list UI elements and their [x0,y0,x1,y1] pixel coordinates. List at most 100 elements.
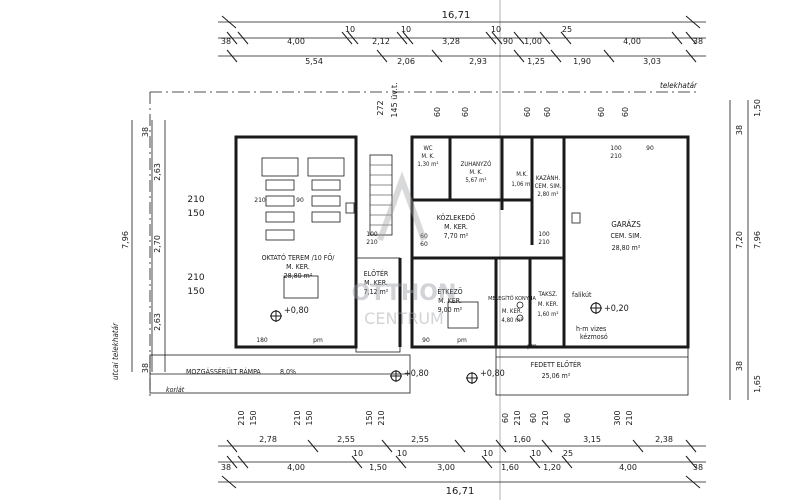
svg-text:10: 10 [345,25,355,34]
watermark-logo: OTTHON CENTRUM [352,171,456,328]
svg-text:4,00: 4,00 [287,463,305,472]
room-oktato: OKTATÓ TEREM /10 FŐ/ M. KER. 28,80 m² [262,253,336,280]
svg-text:TAKSZ.: TAKSZ. [538,291,558,298]
svg-text:300: 300 [613,410,622,425]
svg-text:1,50: 1,50 [753,99,762,117]
svg-text:60: 60 [621,107,630,117]
svg-text:10: 10 [483,449,493,458]
svg-text:2,78: 2,78 [259,435,277,444]
svg-text:90: 90 [422,337,430,344]
svg-text:3,00: 3,00 [437,463,455,472]
svg-text:M. KER.: M. KER. [502,308,523,315]
svg-text:1,30 m²: 1,30 m² [417,161,438,168]
ramp-slope: 8,0% [280,368,296,376]
svg-text:7,12 m²: 7,12 m² [364,288,389,296]
svg-text:2,70: 2,70 [153,235,162,253]
bottom-dimensions: 2,78 2,55 2,55 1,60 3,15 2,38 38 4,00 10… [218,410,706,497]
svg-text:KÖZLEKEDŐ: KÖZLEKEDŐ [437,213,475,222]
ramp-label: MOZGÁSSÉRÜLT RÁMPA [186,367,261,376]
svg-text:1,90: 1,90 [573,57,591,66]
svg-text:2,12: 2,12 [372,37,390,46]
svg-text:M. KER.: M. KER. [364,279,388,287]
svg-text:60: 60 [501,413,510,423]
svg-text:3,15: 3,15 [583,435,601,444]
svg-text:210: 210 [187,273,204,283]
svg-text:38: 38 [735,361,744,371]
svg-text:2,06: 2,06 [397,57,415,66]
svg-text:M. KER.: M. KER. [538,301,559,308]
svg-text:2,80 m²: 2,80 m² [537,191,558,198]
utcai-telekhatar-label: utcai telekhatár [111,322,120,380]
building-walls [149,135,690,396]
svg-text:7,20: 7,20 [735,231,744,249]
svg-text:ZUHANYZÓ: ZUHANYZÓ [461,161,492,168]
room-zuhanyzo: ZUHANYZÓ M. K. 5,67 m² [461,161,492,184]
svg-text:pm: pm [527,343,537,350]
room-eloter: ELŐTÉR M. KER. 7,12 m² [364,269,389,296]
svg-text:1,60 m²: 1,60 m² [537,311,558,318]
svg-text:4,00: 4,00 [623,37,641,46]
svg-text:MELEGÍTŐ KONYHA: MELEGÍTŐ KONYHA [488,295,536,302]
svg-text:10: 10 [401,25,411,34]
svg-text:210: 210 [187,195,204,205]
svg-text:210: 210 [541,410,550,425]
svg-text:1,60: 1,60 [513,435,531,444]
total-width-top: 16,71 [442,10,471,21]
telekhatar-label: telekhatár [660,81,698,90]
svg-text:2,38: 2,38 [655,435,673,444]
svg-text:60: 60 [523,107,532,117]
svg-text:CEM. SIM.: CEM. SIM. [610,232,641,240]
svg-text:1,20: 1,20 [543,463,561,472]
svg-text:10: 10 [397,449,407,458]
classroom-furniture [261,157,581,329]
svg-text:1,06 m²: 1,06 m² [511,181,532,188]
svg-text:28,80 m²: 28,80 m² [612,244,641,252]
svg-text:pm: pm [313,337,323,344]
svg-text:150: 150 [305,410,314,425]
svg-text:7,96: 7,96 [753,231,762,249]
svg-text:210: 210 [625,410,634,425]
svg-text:1,25: 1,25 [527,57,545,66]
svg-text:2,63: 2,63 [153,313,162,331]
svg-text:38: 38 [221,463,231,472]
svg-text:2,93: 2,93 [469,57,487,66]
svg-text:180: 180 [256,337,268,344]
total-width-bottom: 16,71 [446,486,475,497]
svg-text:210: 210 [513,410,522,425]
room-mk: M.K. 1,06 m² [511,171,532,188]
svg-text:38: 38 [141,363,150,373]
svg-text:150: 150 [187,209,204,219]
svg-text:4,00: 4,00 [287,37,305,46]
svg-text:+0,80: +0,80 [284,306,309,316]
svg-text:4,80 m²: 4,80 m² [501,317,522,324]
room-fedett: FEDETT ELŐTÉR 25,06 m² [531,360,582,380]
svg-text:60: 60 [433,107,442,117]
svg-text:25: 25 [563,449,573,458]
svg-text:5,54: 5,54 [305,57,323,66]
right-dimensions: 1,50 7,96 1,65 38 7,20 38 [729,99,762,400]
svg-text:1,00: 1,00 [524,37,542,46]
svg-text:OKTATÓ TEREM /10 FŐ/: OKTATÓ TEREM /10 FŐ/ [262,253,336,262]
svg-text:25: 25 [562,25,572,34]
svg-text:2,63: 2,63 [153,163,162,181]
svg-text:M. KER.: M. KER. [444,223,468,231]
svg-text:3,28: 3,28 [442,37,460,46]
falikut-label: falikút [572,291,592,299]
svg-text:60: 60 [563,413,572,423]
korlat-label: korlát [166,386,185,394]
svg-text:+0,80: +0,80 [404,369,429,379]
svg-text:210: 210 [293,410,302,425]
svg-text:60: 60 [529,413,538,423]
svg-text:210: 210 [377,410,386,425]
svg-text:M.K.: M.K. [516,171,528,178]
svg-text:M. KER.: M. KER. [438,297,462,305]
svg-text:150: 150 [365,410,374,425]
svg-text:+0,20: +0,20 [604,304,629,314]
svg-text:10: 10 [353,449,363,458]
svg-text:272: 272 [376,100,385,115]
svg-text:M. KER.: M. KER. [286,263,310,271]
svg-text:100: 100 [366,231,378,238]
svg-text:90: 90 [296,197,304,204]
kezmoso-label: kézmosó [580,333,608,341]
